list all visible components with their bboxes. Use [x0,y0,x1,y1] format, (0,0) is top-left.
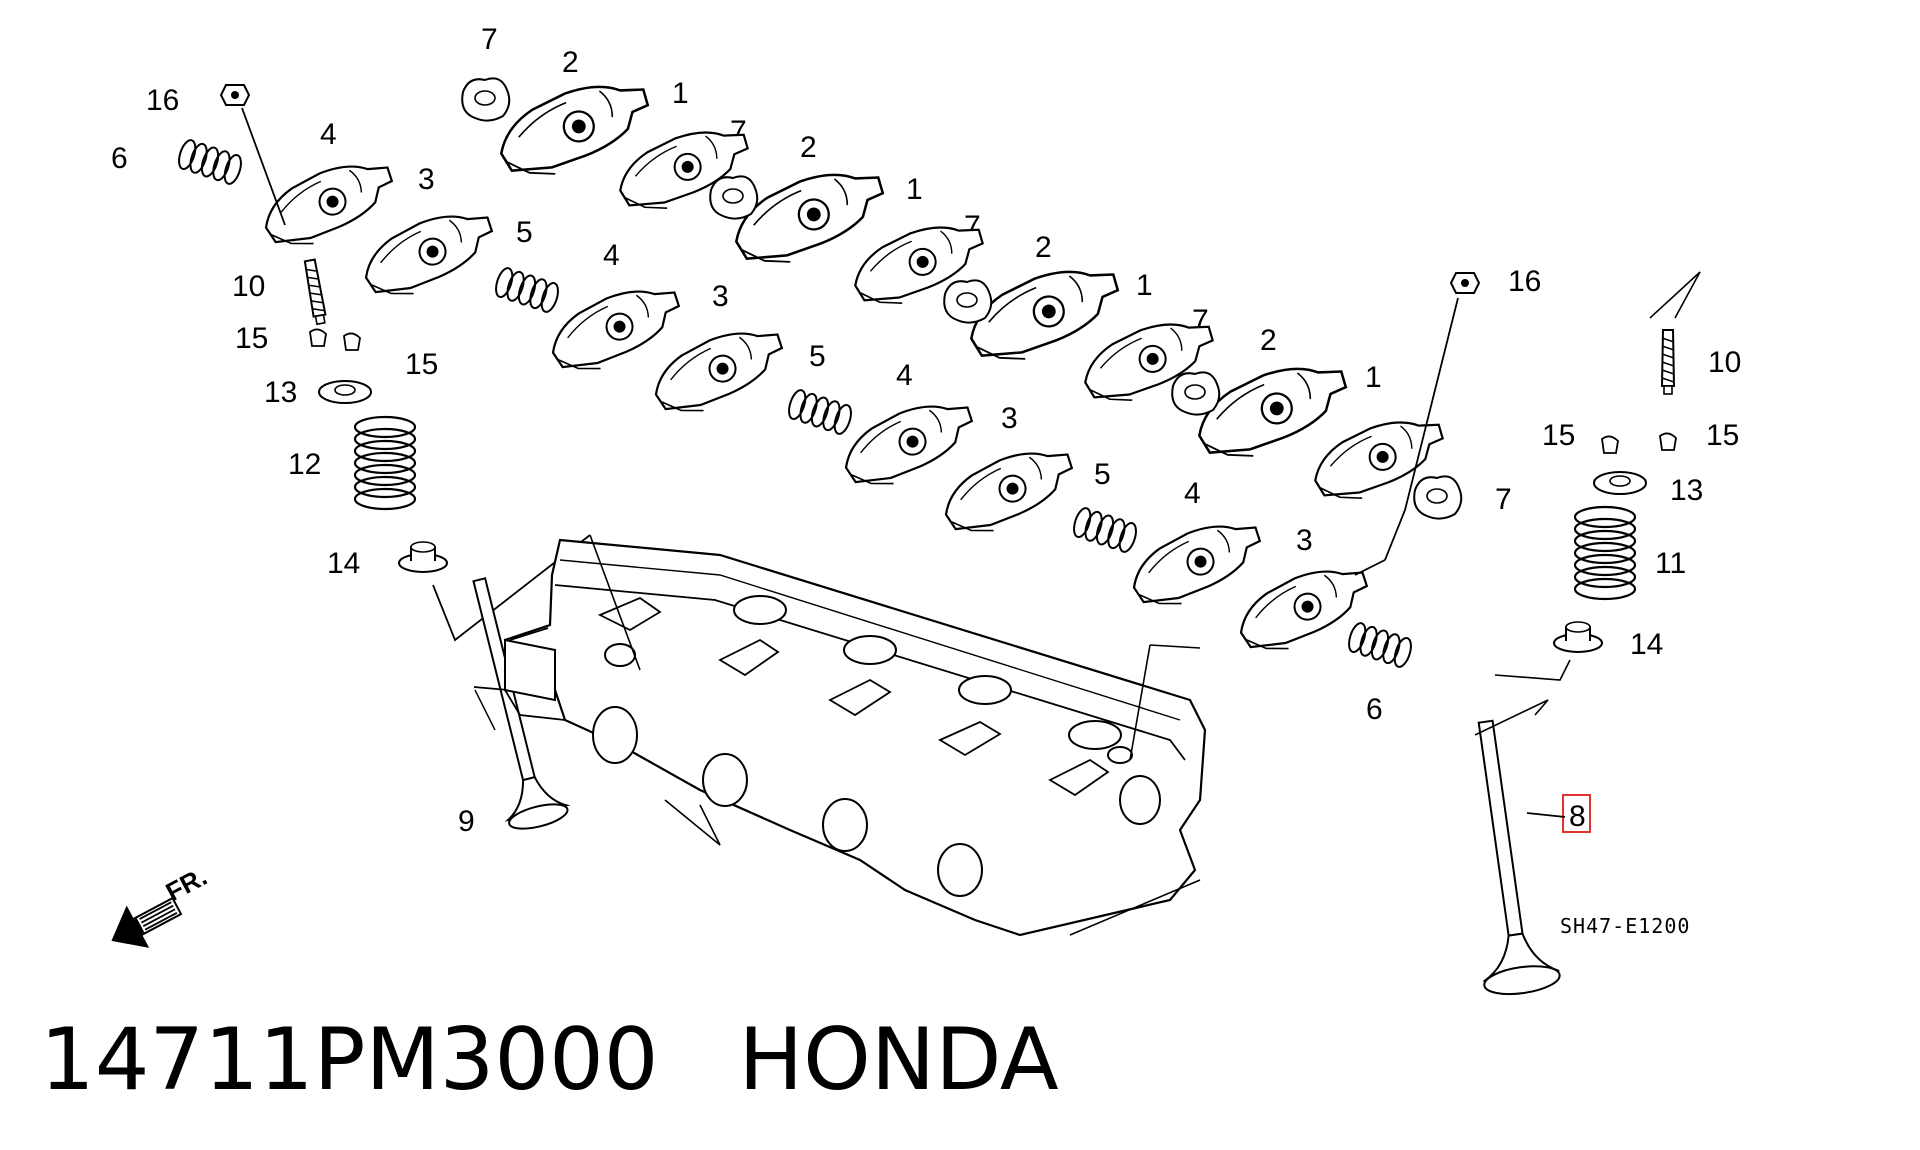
nut-part-16 [220,84,250,106]
rocker-arm-part-4 [1124,518,1270,613]
guide-line [664,799,721,846]
cotter-part-15 [1659,432,1677,451]
seal-part-14 [1553,621,1603,653]
callout-8: 8 [1569,800,1586,833]
callout-7: 7 [481,23,498,56]
callout-13: 13 [1670,474,1703,507]
rocker-spring-part-6 [1344,620,1416,670]
callout-2: 2 [1035,231,1052,264]
rocker-arm-part-2 [1190,360,1355,465]
callout-1: 1 [1365,361,1382,394]
guide-line [1494,659,1571,681]
callout-9: 9 [458,805,475,838]
leader-line [241,107,286,226]
valve-spring-part-12 [353,415,417,511]
cotter-part-15 [1601,435,1619,454]
guide-line [1474,699,1549,736]
part-number: 14711PM3000 [40,1010,659,1110]
callout-10: 10 [1708,346,1741,379]
guide-line [474,689,496,731]
leader-line [1526,812,1566,818]
callout-14: 14 [1630,628,1663,661]
leader-line [1354,559,1386,576]
callout-1: 1 [1136,269,1153,302]
callout-16: 16 [146,84,179,117]
seal-part-14 [398,541,448,573]
guide-line [589,534,641,671]
callout-14: 14 [327,547,360,580]
callout-10: 10 [232,270,265,303]
callout-15: 15 [235,322,268,355]
leader-line [1384,297,1459,561]
retainer-part-13 [1593,471,1647,495]
rocker-arm-part-4 [256,158,402,253]
callout-5: 5 [516,216,533,249]
callout-6: 6 [1366,693,1383,726]
wave-washer-part-7 [1171,371,1221,416]
wave-washer-part-7 [709,175,759,220]
leader-line [432,534,591,642]
rocker-spring-part-5 [784,387,856,437]
callout-16: 16 [1508,265,1541,298]
callout-15: 15 [1542,419,1575,452]
callout-3: 3 [418,163,435,196]
callout-15: 15 [405,348,438,381]
adjust-screw-part-10 [302,258,328,326]
rocker-arm-part-4 [836,398,982,493]
guide-line [1069,879,1201,936]
callout-1: 1 [672,77,689,110]
callout-7: 7 [1495,483,1512,516]
callout-3: 3 [1001,402,1018,435]
rocker-arm-part-3 [1231,563,1377,658]
valve-spring-part-11 [1573,505,1637,601]
highlight-box [1562,794,1591,833]
wave-washer-part-7 [1413,475,1463,520]
callout-4: 4 [320,118,337,151]
part-caption: 14711PM3000 HONDA [40,1005,1059,1115]
diagram-reference-code: SH47-E1200 [1560,914,1690,938]
front-arrow-icon [111,896,183,948]
cotter-part-15 [343,332,361,351]
exhaust-valve-part-8 [1477,719,1561,996]
wave-washer-part-7 [943,279,993,324]
cylinder-head [503,538,1207,937]
leader-line [473,686,509,691]
rocker-arm-part-3 [356,208,502,303]
callout-2: 2 [800,131,817,164]
callout-13: 13 [264,376,297,409]
callout-4: 4 [603,239,620,272]
part-brand: HONDA [738,1010,1059,1110]
callout-12: 12 [288,448,321,481]
guide-line [1649,271,1701,319]
retainer-part-13 [318,380,372,404]
rocker-spring-part-5 [1069,505,1141,555]
callout-4: 4 [1184,477,1201,510]
rocker-arm-part-3 [936,445,1082,540]
guide-line [1129,644,1201,761]
callout-4: 4 [896,359,913,392]
wave-washer-part-7 [461,77,511,122]
callout-5: 5 [1094,458,1111,491]
rocker-spring-part-5 [491,265,563,315]
adjust-screw-part-10 [1661,329,1675,395]
rocker-arm-part-4 [543,283,689,378]
callout-5: 5 [809,340,826,373]
rocker-arm-part-3 [646,325,792,420]
nut-part-16 [1450,272,1480,294]
exploded-parts-diagram: 7 2 1 7 2 1 7 2 1 7 2 1 7 16 6 4 3 5 4 3… [111,23,1741,996]
callout-2: 2 [562,46,579,79]
callout-15: 15 [1706,419,1739,452]
callout-3: 3 [1296,524,1313,557]
callout-2: 2 [1260,324,1277,357]
callout-6: 6 [111,142,128,175]
callout-3: 3 [712,280,729,313]
callout-1: 1 [906,173,923,206]
callout-11: 11 [1655,547,1686,580]
cotter-part-15 [309,328,327,347]
rocker-spring-part-6 [174,137,246,187]
